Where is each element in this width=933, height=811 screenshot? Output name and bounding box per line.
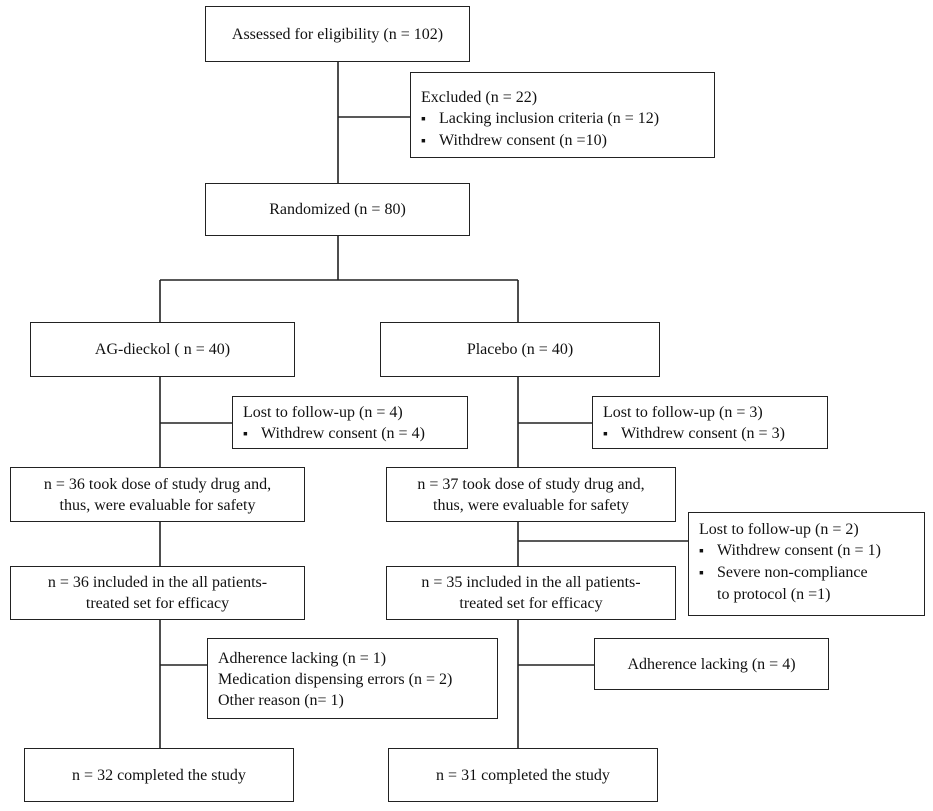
placebo-lost2-title: Lost to follow-up (n = 2) <box>699 521 859 538</box>
placebo-completed-box: n = 31 completed the study <box>388 748 658 802</box>
ag-lost-title: Lost to follow-up (n = 4) <box>243 404 403 421</box>
placebo-safety-box: n = 37 took dose of study drug and, thus… <box>386 467 676 522</box>
placebo-lost-title: Lost to follow-up (n = 3) <box>603 404 763 421</box>
excluded-box: Excluded (n = 22) Lacking inclusion crit… <box>410 72 715 158</box>
assessed-box: Assessed for eligibility (n = 102) <box>205 6 470 62</box>
placebo-efficacy-line: n = 35 included in the all patients- <box>421 574 641 591</box>
ag-completed-label: n = 32 completed the study <box>72 766 246 784</box>
excluded-item: Withdrew consent (n =10) <box>421 130 704 152</box>
ag-safety-line: n = 36 took dose of study drug and, <box>43 475 272 493</box>
placebo-arm-box: Placebo (n = 40) <box>380 322 660 377</box>
ag-efficacy-box: n = 36 included in the all patients- tre… <box>10 566 305 620</box>
placebo-efficacy-line: treated set for efficacy <box>459 595 603 612</box>
randomized-label: Randomized (n = 80) <box>269 201 406 218</box>
excluded-title: Excluded (n = 22) <box>421 89 538 106</box>
placebo-lost-box: Lost to follow-up (n = 3) Withdrew conse… <box>592 396 828 449</box>
randomized-box: Randomized (n = 80) <box>205 183 470 236</box>
placebo-safety-line: thus, were evaluable for safety <box>433 496 629 514</box>
ag-arm-box: AG-dieckol ( n = 40) <box>30 322 295 377</box>
placebo-adherence-box: Adherence lacking (n = 4) <box>594 638 829 690</box>
ag-adherence-line: Medication dispensing errors (n = 2) <box>218 671 453 688</box>
placebo-lost2-item: Severe non-compliance <box>699 562 914 584</box>
placebo-arm-label: Placebo (n = 40) <box>466 341 574 358</box>
ag-completed-box: n = 32 completed the study <box>24 748 294 802</box>
ag-adherence-line: Adherence lacking (n = 1) <box>218 650 387 667</box>
ag-adherence-line: Other reason (n= 1) <box>218 692 344 709</box>
placebo-efficacy-box: n = 35 included in the all patients- tre… <box>386 566 676 620</box>
ag-lost-box: Lost to follow-up (n = 4) Withdrew conse… <box>232 396 468 449</box>
ag-adherence-box: Adherence lacking (n = 1) Medication dis… <box>207 638 498 719</box>
placebo-lost-item: Withdrew consent (n = 3) <box>603 423 817 445</box>
ag-safety-box: n = 36 took dose of study drug and, thus… <box>10 467 305 522</box>
placebo-lost2-item: Withdrew consent (n = 1) <box>699 540 914 562</box>
ag-efficacy-line: n = 36 included in the all patients- <box>47 574 268 591</box>
ag-efficacy-line: treated set for efficacy <box>85 595 230 612</box>
placebo-safety-line: n = 37 took dose of study drug and, <box>417 475 645 493</box>
ag-lost-item: Withdrew consent (n = 4) <box>243 423 457 445</box>
excluded-item: Lacking inclusion criteria (n = 12) <box>421 108 704 130</box>
placebo-completed-label: n = 31 completed the study <box>436 766 610 784</box>
placebo-adherence-label: Adherence lacking (n = 4) <box>627 655 796 673</box>
ag-arm-label: AG-dieckol ( n = 40) <box>94 341 231 358</box>
assessed-label: Assessed for eligibility (n = 102) <box>231 25 444 43</box>
placebo-lost2-continuation: to protocol (n =1) <box>717 586 831 603</box>
ag-safety-line: thus, were evaluable for safety <box>59 496 256 514</box>
placebo-lost2-box: Lost to follow-up (n = 2) Withdrew conse… <box>688 512 925 616</box>
